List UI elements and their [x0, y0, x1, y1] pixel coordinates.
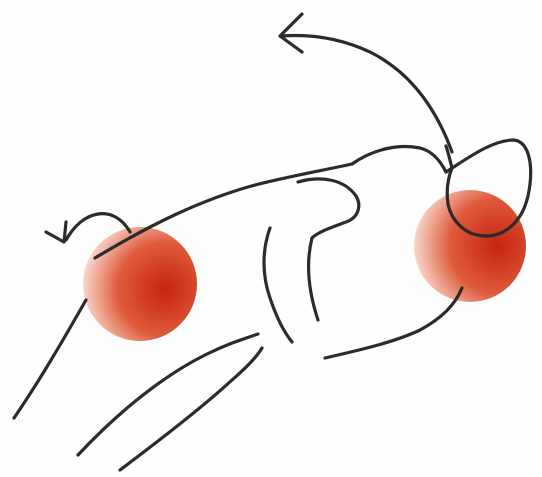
- shoulder-joint-highlight: [414, 190, 526, 302]
- forearm-outline: [309, 238, 318, 320]
- arm-outline: [298, 179, 359, 238]
- rotation-arrow-shaft: [282, 36, 452, 152]
- upper-back-outline: [352, 147, 446, 172]
- hip-arrow-head: [46, 222, 66, 242]
- second-leg-outline: [120, 348, 262, 470]
- front-leg-outline: [78, 334, 258, 455]
- inner-arm-outline: [264, 228, 292, 342]
- upper-body-rotation-arrow: [280, 14, 452, 152]
- lower-leg-outline: [14, 300, 86, 418]
- hip-joint-highlight: [83, 227, 197, 341]
- front-torso-outline: [325, 288, 462, 358]
- rotation-arrow-head: [280, 14, 302, 52]
